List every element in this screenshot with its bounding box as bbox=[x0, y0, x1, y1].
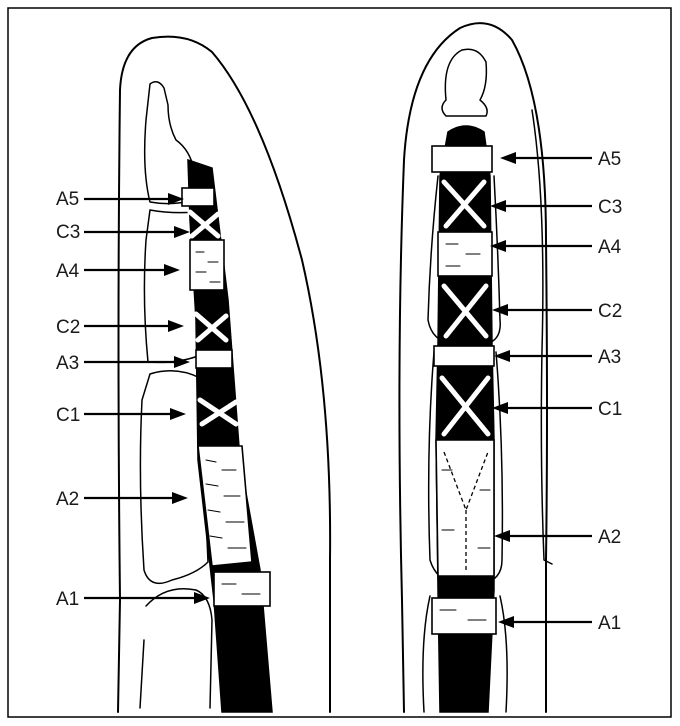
label-a1-palmar: A1 bbox=[598, 613, 621, 634]
pulley-a5-palmar bbox=[432, 146, 492, 172]
label-c3-palmar: C3 bbox=[598, 197, 622, 218]
label-a4-palmar: A4 bbox=[598, 237, 622, 258]
pulley-a3-lateral bbox=[196, 350, 232, 368]
label-a2-palmar: A2 bbox=[598, 527, 621, 548]
label-a3-lateral: A3 bbox=[56, 353, 79, 374]
pulley-a3-palmar bbox=[434, 346, 494, 366]
label-c2-palmar: C2 bbox=[598, 301, 622, 322]
label-c1-lateral: C1 bbox=[56, 405, 80, 426]
label-a4-lateral: A4 bbox=[56, 261, 80, 282]
label-c2-lateral: C2 bbox=[56, 317, 80, 338]
label-a5-lateral: A5 bbox=[56, 189, 79, 210]
pulley-a1-palmar bbox=[432, 598, 496, 634]
pulley-a5-lateral bbox=[182, 188, 214, 206]
pulley-a1-lateral bbox=[214, 572, 270, 606]
label-a1-lateral: A1 bbox=[56, 589, 79, 610]
label-a3-palmar: A3 bbox=[598, 347, 621, 368]
label-a2-lateral: A2 bbox=[56, 489, 79, 510]
label-a5-palmar: A5 bbox=[598, 149, 621, 170]
label-c1-palmar: C1 bbox=[598, 399, 622, 420]
pulley-a4-palmar bbox=[438, 232, 492, 276]
label-c3-lateral: C3 bbox=[56, 222, 80, 243]
